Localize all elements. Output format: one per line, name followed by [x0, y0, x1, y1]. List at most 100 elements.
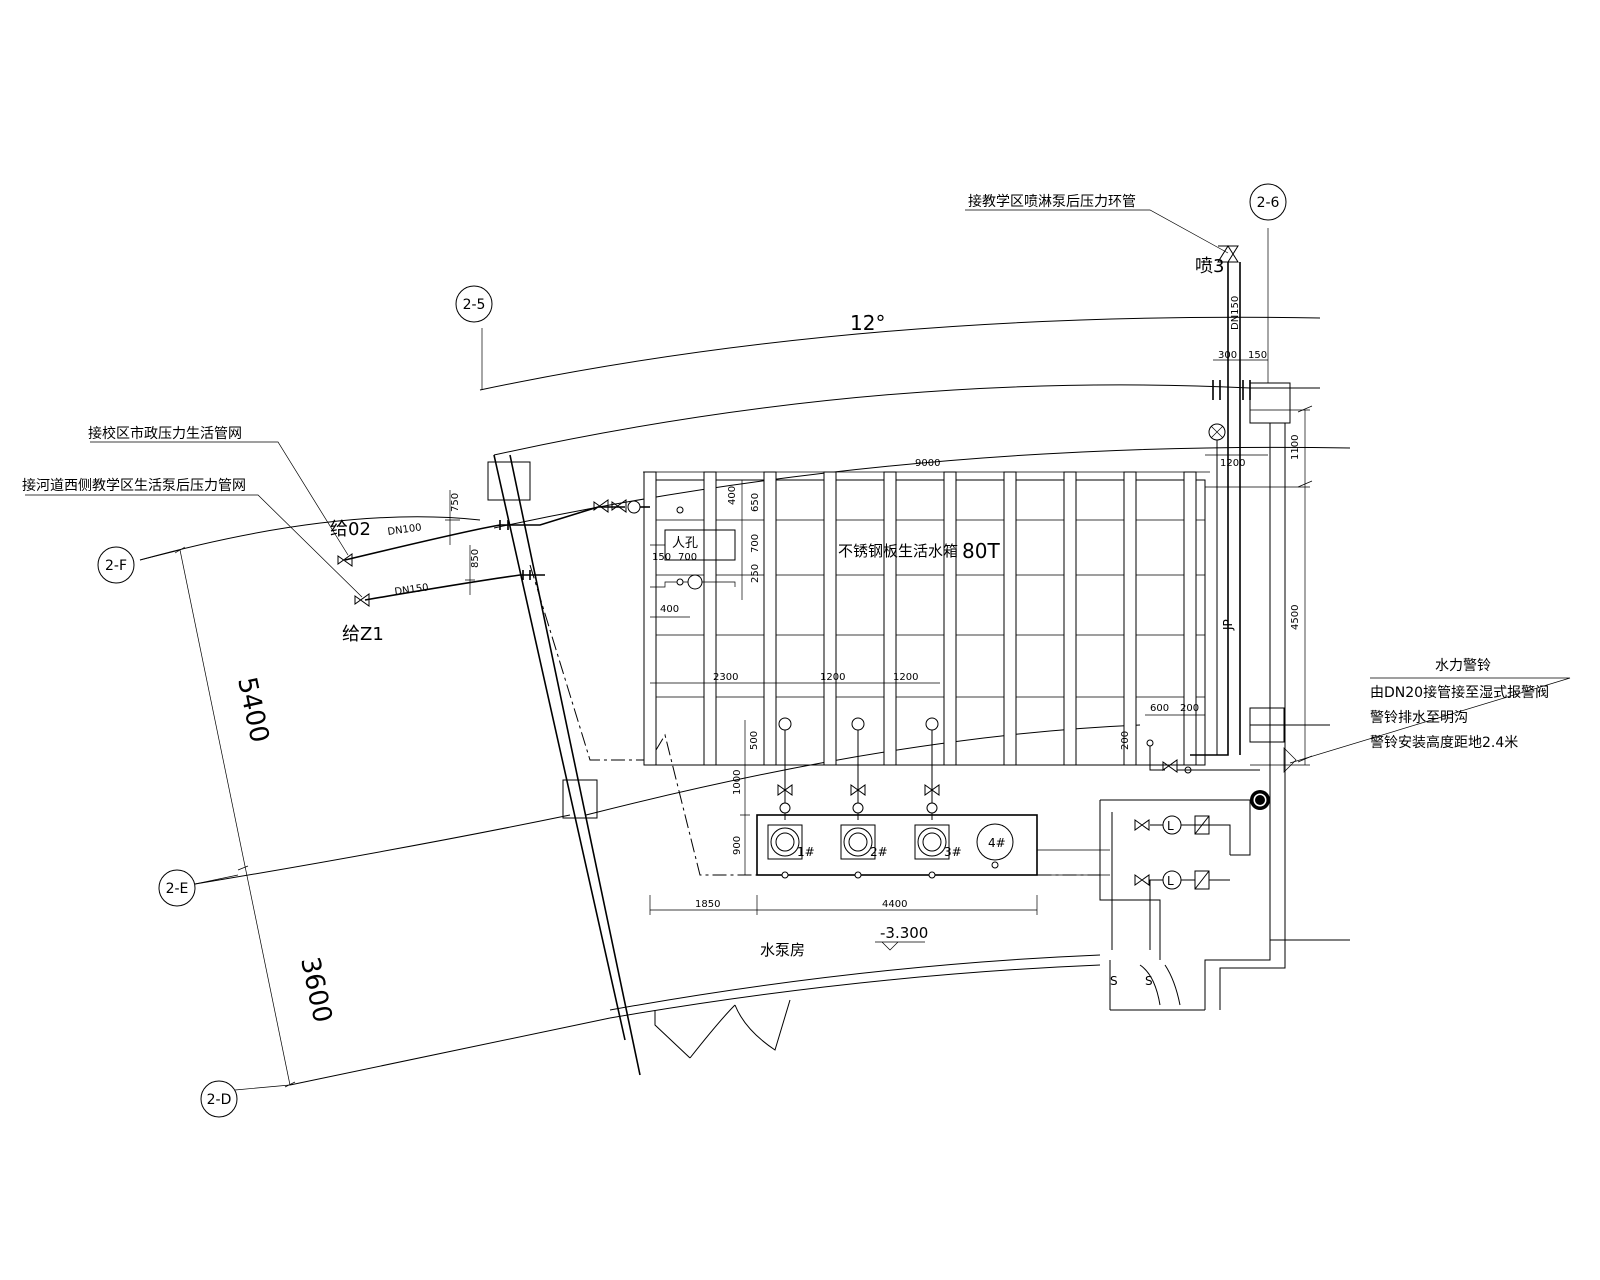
- dim-9000: 9000: [915, 458, 940, 469]
- valve-icon: [593, 499, 609, 513]
- axis-2-5-marker: 2-5: [455, 285, 493, 323]
- dim-300: 300: [1218, 350, 1237, 361]
- dim-1850: 1850: [695, 899, 720, 910]
- tank-rib: [1123, 471, 1137, 766]
- dim-5400: 5400: [231, 674, 274, 745]
- pump-2: 2#: [840, 717, 888, 879]
- grid-axes: 2-5 2-6 2-F 2-E 2-D 5400 3600 12°: [97, 183, 1287, 1118]
- pump-body: [914, 824, 950, 860]
- flow-switch-label: L: [1167, 874, 1174, 888]
- pump-label: 3#: [944, 845, 962, 859]
- tank-ribs: [643, 471, 1197, 766]
- dim-700v: 700: [750, 534, 761, 553]
- axis-2-D-label: 2-D: [207, 1092, 232, 1108]
- pipe-dn150b: DN150: [1230, 296, 1241, 330]
- column: [487, 461, 531, 501]
- tank-rib: [703, 471, 717, 766]
- axis-2-F-label: 2-F: [105, 558, 127, 574]
- dim-1000: 1000: [732, 770, 743, 795]
- dim-900: 900: [732, 836, 743, 855]
- pipe-riser-icon: [851, 717, 865, 731]
- valve-icon: [337, 553, 353, 567]
- axis-2-F-marker: 2-F: [97, 546, 135, 584]
- alarm-valves: LL: [1134, 815, 1230, 890]
- dim-850: 850: [470, 549, 481, 568]
- pipe-jp: JP: [1221, 619, 1235, 631]
- column: [1249, 382, 1291, 424]
- building-walls: [139, 316, 1351, 1086]
- pumps: 1#2# 3#: [767, 717, 962, 879]
- dim-400b: 400: [660, 604, 679, 615]
- pipe-pen3: 喷3: [1195, 256, 1224, 277]
- dim-700h: 700: [678, 552, 697, 563]
- water-tank: 人孔 不锈钢板生活水箱 80T 9000 1200 1100 4500 400 …: [643, 405, 1313, 875]
- note-alarm-line1: 由DN20接管接至湿式报警阀: [1370, 684, 1549, 701]
- column: [562, 779, 598, 819]
- flow-switch-label: L: [1167, 819, 1174, 833]
- pipe-gei02: 给02: [330, 519, 371, 540]
- tank-rib: [1003, 471, 1017, 766]
- sprinkler-system: 接教学区喷淋泵后压力环管 喷3 DN150 300 150 JP 600 200…: [965, 193, 1571, 988]
- pipe-riser-icon: [778, 717, 792, 731]
- dim-3600: 3600: [294, 954, 337, 1025]
- note-alarm-line3: 警铃安装高度距地2.4米: [1370, 734, 1518, 751]
- axis-2-D-marker: 2-D: [200, 1080, 238, 1118]
- valve-icon: [1134, 819, 1150, 831]
- tank-capacity: 80T: [962, 539, 1000, 563]
- dim-150: 150: [652, 552, 671, 563]
- pump-3: 3#: [914, 717, 962, 879]
- axis-2-6-label: 2-6: [1257, 195, 1280, 211]
- pipe-dn100: DN100: [387, 522, 422, 538]
- pump-4: 4#: [976, 823, 1014, 869]
- valve-icon: [611, 499, 627, 513]
- tank-rib: [1183, 471, 1197, 766]
- note-west-pump: 接河道西侧教学区生活泵后压力管网: [22, 477, 246, 494]
- column: [1249, 707, 1285, 743]
- tank-rib: [643, 471, 657, 766]
- dim-4400: 4400: [882, 899, 907, 910]
- dim-650: 650: [750, 493, 761, 512]
- alarm-valve-set: L: [1134, 870, 1230, 890]
- note-alarm-title: 水力警铃: [1435, 658, 1491, 674]
- pipe-dn150a: DN150: [394, 582, 429, 598]
- tank-rib: [823, 471, 837, 766]
- dim-750: 750: [450, 493, 461, 512]
- manhole-label: 人孔: [672, 536, 698, 551]
- axis-2-E-marker: 2-E: [158, 869, 196, 907]
- dim-1200b: 1200: [893, 672, 918, 683]
- pump-group: 1#2#3# 4# 1850 4400 水泵房 -3.300: [649, 717, 1110, 959]
- dim-600: 600: [1150, 703, 1169, 714]
- valve-icon: [1162, 759, 1178, 773]
- dim-500: 500: [749, 731, 760, 750]
- alarm-valve-set: L: [1134, 815, 1230, 835]
- valve-icon: [777, 784, 793, 796]
- tank-rib: [1063, 471, 1077, 766]
- valve-icon: [354, 593, 370, 607]
- pump-icon: [770, 827, 800, 857]
- dim-1100: 1100: [1290, 435, 1301, 460]
- axis-2-5-label: 2-5: [463, 297, 486, 313]
- drain-s1: S: [1110, 974, 1118, 988]
- pump-4-label: 4#: [988, 836, 1006, 850]
- pipe-riser-icon: [925, 717, 939, 731]
- dim-200b: 200: [1120, 731, 1131, 750]
- dim-1200a: 1200: [820, 672, 845, 683]
- supply-pipes: 750 850 DN100 DN150 给02 给Z1 接校区市政压力生活管网 …: [22, 425, 650, 645]
- valve-icon: [1134, 874, 1150, 886]
- valve-icon: [850, 784, 866, 796]
- float-valve-icon: [627, 500, 641, 514]
- dim-4500: 4500: [1290, 605, 1301, 630]
- note-spray-loop: 接教学区喷淋泵后压力环管: [968, 193, 1136, 210]
- drain-s2: S: [1145, 974, 1153, 988]
- axis-2-E-label: 2-E: [166, 881, 189, 897]
- tank-rib: [763, 471, 777, 766]
- dim-2300: 2300: [713, 672, 738, 683]
- pump-icon: [843, 827, 873, 857]
- pipe-geiZ1: 给Z1: [342, 624, 384, 645]
- pump-room-label: 水泵房: [760, 941, 805, 959]
- dim-150top: 150: [1248, 350, 1267, 361]
- pump-body: [840, 824, 876, 860]
- pump-1: 1#: [767, 717, 815, 879]
- angle-label: 12°: [850, 311, 885, 335]
